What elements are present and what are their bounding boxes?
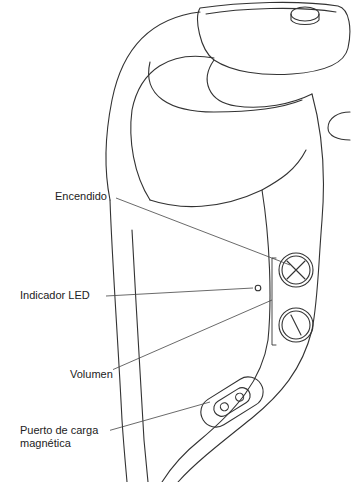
band-other (328, 112, 350, 140)
charging-port (195, 371, 269, 432)
charging-port-inner (211, 385, 253, 420)
earpiece-button (291, 7, 319, 21)
body-front (150, 150, 306, 207)
part-label: Encendido (55, 190, 107, 203)
volume-button-ring (282, 311, 310, 339)
body-ridge (162, 190, 270, 482)
leader-line (116, 198, 290, 265)
volume-button (279, 308, 313, 342)
ear-hook-outer (106, 12, 200, 200)
earpiece-edge (206, 8, 336, 14)
ear-hook-inner (131, 56, 214, 200)
body-inner-left (132, 230, 148, 482)
minus-mark (291, 315, 301, 335)
body-outer-left (110, 200, 127, 482)
earpiece (198, 2, 350, 74)
power-button-ring (282, 256, 310, 284)
volume-bracket (272, 258, 276, 345)
power-button (279, 253, 313, 287)
part-label: Volumen (70, 368, 113, 381)
plus-mark (287, 261, 305, 279)
ear-hook-loop (207, 60, 312, 107)
led-indicator (255, 285, 261, 291)
leader-line (112, 300, 272, 370)
part-label: Indicador LED (20, 289, 90, 302)
leader-line (104, 402, 210, 432)
ear-hook-loop-inner (149, 62, 302, 112)
earpiece-button-side (291, 14, 319, 25)
charging-pin (219, 401, 230, 412)
charging-pin (234, 392, 245, 403)
part-label: Puerto de carga magnética (20, 424, 110, 450)
leader-line (106, 288, 253, 296)
